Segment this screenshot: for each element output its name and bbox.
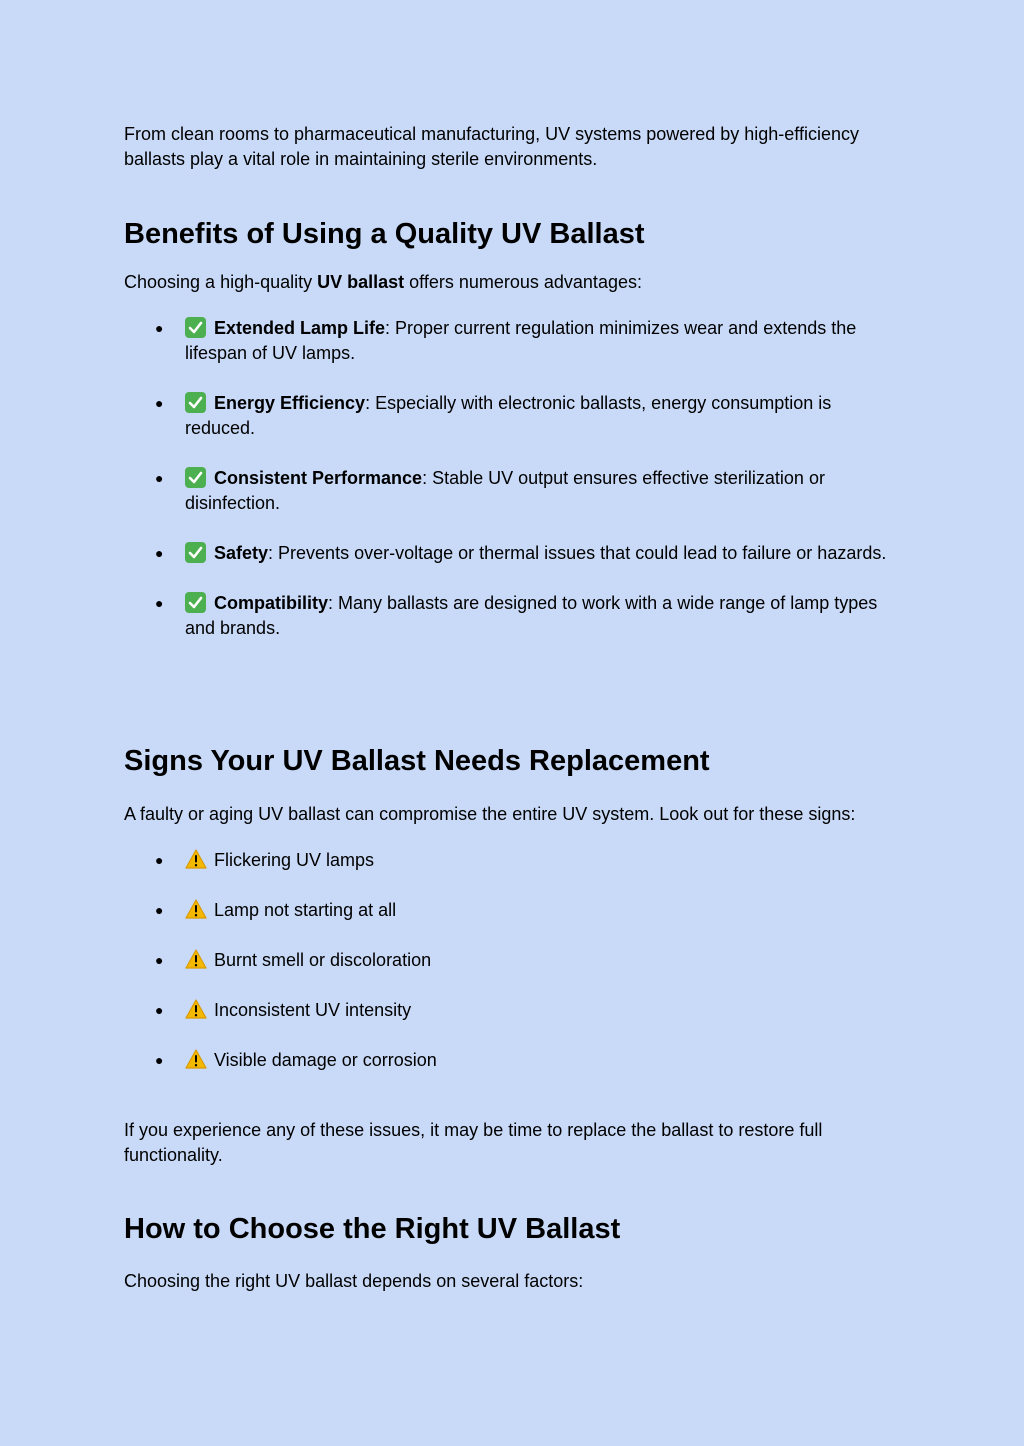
check-mark-icon (185, 592, 206, 613)
sign-text: Lamp not starting at all (214, 900, 397, 920)
check-mark-icon (185, 467, 206, 488)
benefit-text: : Stable UV output ensures effective ste… (185, 468, 825, 513)
choose-heading: How to Choose the Right UV Ballast (124, 1213, 621, 1245)
choose-lead: Choosing the right UV ballast depends on… (124, 1271, 584, 1291)
check-mark-icon (185, 317, 206, 338)
sign-item: ● Burnt smell or discoloration (124, 948, 914, 973)
signs-lead: A faulty or aging UV ballast can comprom… (124, 804, 856, 824)
sign-item: ● Inconsistent UV intensity (124, 998, 914, 1023)
benefit-item: ● Consistent Performance: Stable UV outp… (124, 466, 894, 516)
sign-text: Visible damage or corrosion (214, 1050, 437, 1070)
benefit-title: Energy Efficiency (214, 393, 366, 413)
bullet-icon: ● (155, 1002, 164, 1018)
sign-item: ● Visible damage or corrosion (124, 1048, 914, 1073)
warning-icon (185, 899, 207, 919)
benefit-title: Safety (214, 543, 269, 563)
signs-conclusion: If you experience any of these issues, i… (124, 1120, 823, 1165)
sign-text: Burnt smell or discoloration (214, 950, 432, 970)
benefit-title: Consistent Performance (214, 468, 423, 488)
signs-list: ● Flickering UV lamps ● Lamp not startin… (124, 848, 914, 1073)
sign-item: ● Lamp not starting at all (124, 898, 914, 923)
bullet-icon: ● (155, 545, 164, 561)
bullet-icon: ● (155, 852, 164, 868)
bullet-icon: ● (155, 1052, 164, 1068)
benefit-text: : Proper current regulation minimizes we… (185, 318, 857, 363)
bullet-icon: ● (155, 470, 164, 486)
benefits-lead-bold: UV ballast (317, 272, 405, 292)
sign-item: ● Flickering UV lamps (124, 848, 914, 873)
benefit-text: : Especially with electronic ballasts, e… (185, 393, 832, 438)
benefits-lead-start: Choosing a high-quality (124, 272, 318, 292)
benefit-title: Extended Lamp Life (214, 318, 386, 338)
bullet-icon: ● (155, 902, 164, 918)
benefit-text: : Many ballasts are designed to work wit… (185, 593, 878, 638)
sign-text: Flickering UV lamps (214, 850, 375, 870)
bullet-icon: ● (155, 595, 164, 611)
signs-heading: Signs Your UV Ballast Needs Replacement (124, 745, 710, 777)
warning-icon (185, 1049, 207, 1069)
warning-icon (185, 999, 207, 1019)
benefit-item: ● Safety: Prevents over-voltage or therm… (124, 541, 894, 566)
benefit-title: Compatibility (214, 593, 329, 613)
benefit-item: ● Compatibility: Many ballasts are desig… (124, 591, 894, 641)
check-mark-icon (185, 392, 206, 413)
benefits-lead-end: offers numerous advantages: (404, 272, 642, 292)
benefit-text: : Prevents over-voltage or thermal issue… (268, 543, 887, 563)
benefits-lead: Choosing a high-quality UV ballast offer… (124, 270, 914, 295)
warning-icon (185, 849, 207, 869)
document-content: From clean rooms to pharmaceutical manuf… (124, 122, 914, 1294)
bullet-icon: ● (155, 320, 164, 336)
warning-icon (185, 949, 207, 969)
check-mark-icon (185, 542, 206, 563)
benefits-list: ● Extended Lamp Life: Proper current reg… (124, 316, 894, 641)
sign-text: Inconsistent UV intensity (214, 1000, 412, 1020)
benefit-item: ● Energy Efficiency: Especially with ele… (124, 391, 894, 441)
intro-paragraph: From clean rooms to pharmaceutical manuf… (124, 124, 859, 169)
benefits-heading: Benefits of Using a Quality UV Ballast (124, 218, 645, 250)
bullet-icon: ● (155, 395, 164, 411)
benefit-item: ● Extended Lamp Life: Proper current reg… (124, 316, 894, 366)
bullet-icon: ● (155, 952, 164, 968)
